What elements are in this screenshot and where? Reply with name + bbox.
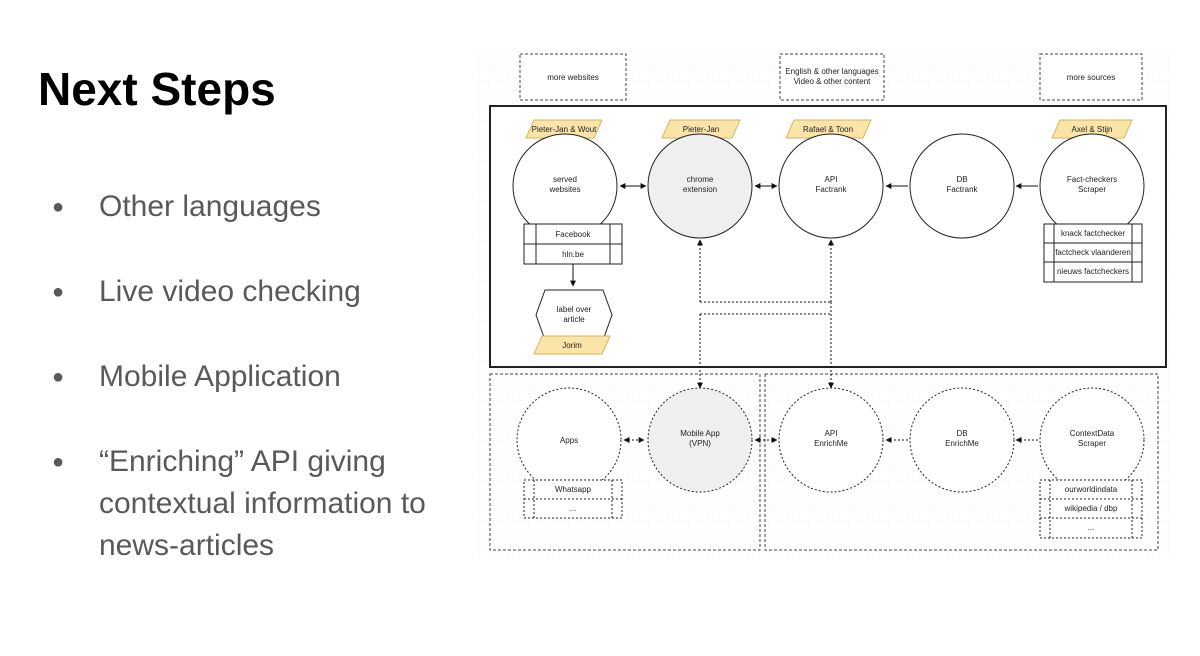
slide-title: Next Steps bbox=[38, 63, 276, 115]
node-mobile-app: Mobile App(VPN) bbox=[647, 387, 753, 493]
owner-tag-label: Axel & Stijn bbox=[1072, 125, 1113, 134]
owner-tag-scraper: Axel & Stijn bbox=[1051, 119, 1133, 139]
top-box-more-sources: more sources bbox=[1039, 53, 1143, 101]
owner-tag-served-websites: Pieter-Jan & Wout bbox=[525, 119, 603, 139]
context-item: ourworldindata bbox=[1065, 485, 1118, 494]
node-label: Mobile App(VPN) bbox=[680, 429, 720, 448]
owner-tag-label: Jorim bbox=[562, 341, 582, 350]
top-box-label: more sources bbox=[1067, 73, 1115, 82]
bullet-item-mobile-app: ● Mobile Application bbox=[52, 356, 432, 398]
context-items-table: ourworldindata wikipedia / dbp ... bbox=[1039, 479, 1143, 539]
bullet-item-other-languages: ● Other languages bbox=[52, 186, 432, 228]
bullet-item-enriching-api: ● “Enriching” API giving contextual info… bbox=[52, 441, 432, 567]
owner-tag-api-factrank: Rafael & Toon bbox=[785, 119, 872, 139]
factchecker-item: nieuws factcheckers bbox=[1057, 267, 1129, 276]
bullet-dot-icon: ● bbox=[52, 366, 65, 388]
mobile-container bbox=[489, 373, 761, 551]
app-item: ... bbox=[570, 504, 577, 513]
bullet-dot-icon: ● bbox=[52, 281, 65, 303]
website-items-table: Facebook hln.be bbox=[523, 223, 623, 265]
bullet-dot-icon: ● bbox=[52, 451, 65, 473]
app-items-table: Whatsapp ... bbox=[523, 479, 623, 519]
context-item: ... bbox=[1088, 523, 1095, 532]
enrichme-container bbox=[764, 373, 1159, 551]
node-apps: Apps bbox=[516, 387, 622, 493]
bullet-item-live-video: ● Live video checking bbox=[52, 271, 432, 313]
bullet-text: Live video checking bbox=[99, 275, 361, 308]
top-box-label: more websites bbox=[547, 73, 599, 82]
bullet-text: Other languages bbox=[99, 190, 321, 223]
top-box-more-websites: more websites bbox=[519, 53, 627, 101]
context-item: wikipedia / dbp bbox=[1064, 504, 1118, 513]
owner-tag-label: Rafael & Toon bbox=[803, 125, 853, 134]
owner-tag-chrome-extension: Pieter-Jan bbox=[661, 119, 741, 139]
owner-tag-label: Pieter-Jan bbox=[683, 125, 719, 134]
bullet-text: Mobile Application bbox=[99, 360, 341, 393]
owner-tag-label-article: Jorim bbox=[533, 335, 611, 355]
factchecker-item: factcheck vlaanderen bbox=[1055, 248, 1131, 257]
bullet-text: “Enriching” API giving contextual inform… bbox=[99, 445, 426, 562]
website-item: Facebook bbox=[555, 230, 591, 239]
factchecker-items-table: knack factchecker factcheck vlaanderen n… bbox=[1043, 223, 1143, 283]
factchecker-item: knack factchecker bbox=[1061, 229, 1125, 238]
owner-tag-label: Pieter-Jan & Wout bbox=[532, 125, 598, 134]
app-item: Whatsapp bbox=[555, 485, 592, 494]
website-item: hln.be bbox=[562, 250, 584, 259]
bullet-dot-icon: ● bbox=[52, 196, 65, 218]
node-label: Apps bbox=[560, 436, 578, 445]
